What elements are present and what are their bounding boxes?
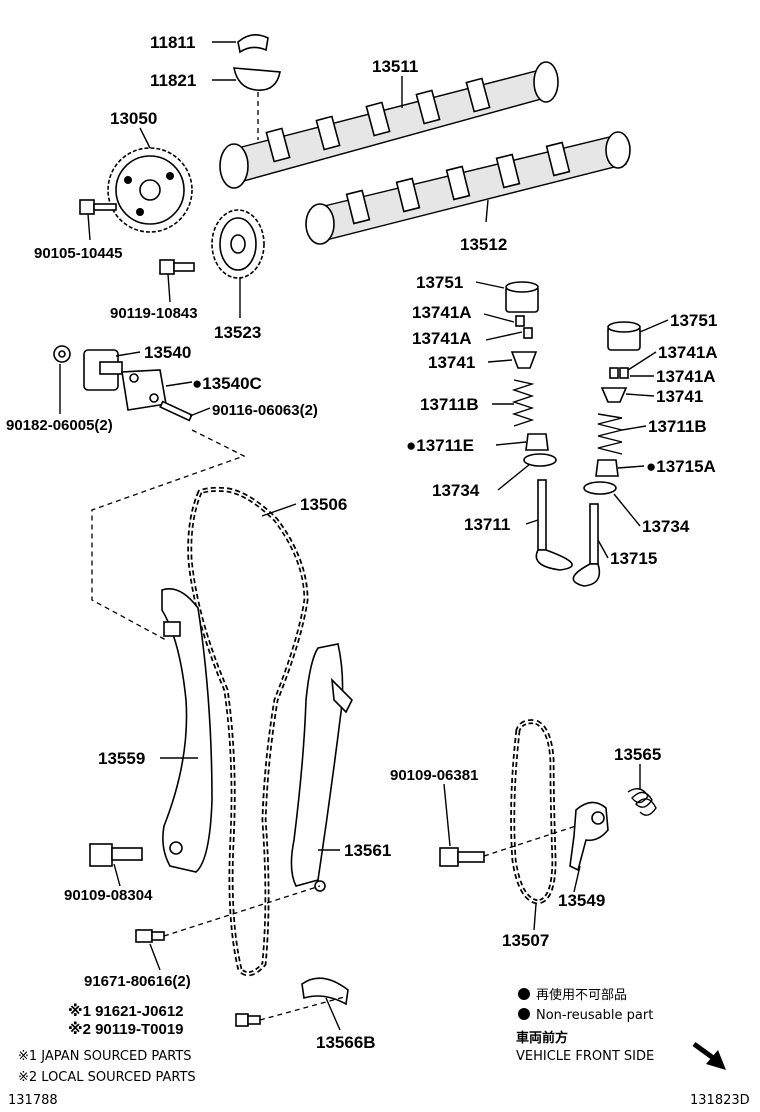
label-13741a-right-1: 13741A — [658, 343, 718, 362]
pin-dash — [163, 885, 321, 937]
label-13751-left: 13751 — [416, 273, 463, 292]
label-13559: 13559 — [98, 749, 145, 768]
label-13050: 13050 — [110, 109, 157, 128]
non-reusable-dot-icon-2 — [518, 1008, 530, 1020]
non-reusable-dot-icon — [518, 988, 530, 1000]
label-90119-10843: 90119-10843 — [110, 305, 198, 322]
label-13711e: ●13711E — [406, 436, 474, 455]
lifter-13751-left — [505, 281, 539, 313]
label-13741-left: 13741 — [428, 353, 475, 372]
label-13734-right: 13734 — [642, 517, 690, 536]
seat-13734-left — [523, 453, 557, 467]
vvt-gear-13050 — [107, 147, 193, 233]
gasket-13540c — [121, 369, 167, 411]
label-13511: 13511 — [372, 57, 418, 76]
camshaft-13511 — [219, 61, 559, 189]
seat-13734-right — [583, 481, 617, 495]
front-arrow-icon — [692, 1041, 726, 1070]
label-13741-right: 13741 — [656, 387, 703, 406]
label-90119-t0019: ※2 90119-T0019 — [68, 1020, 184, 1038]
label-13711b-left: 13711B — [420, 395, 479, 414]
label-11811: 11811 — [150, 33, 195, 52]
label-13512: 13512 — [460, 235, 507, 254]
label-13741a-left-2: 13741A — [412, 329, 472, 348]
bolt-90109-06381 — [439, 847, 485, 867]
label-90109-08304: 90109-08304 — [64, 887, 153, 904]
oil-pump-chain-13507 — [510, 719, 557, 905]
label-13540c: ●13540C — [192, 374, 262, 393]
label-13734-left: 13734 — [432, 481, 480, 500]
note-japan-sourced: ※1 JAPAN SOURCED PARTS — [18, 1049, 192, 1064]
bolt-91621-90119 — [235, 1013, 261, 1027]
label-91671-80616: 91671-80616(2) — [84, 973, 191, 990]
label-13751-right: 13751 — [670, 311, 717, 330]
valve-13711 — [535, 479, 573, 571]
seal-13711e — [525, 433, 549, 451]
tensioner-arm-13561 — [290, 643, 353, 892]
bolt-90109-08304 — [89, 843, 143, 867]
label-13711b-right: 13711B — [648, 417, 707, 436]
spring-13565 — [627, 788, 657, 816]
stud-90116-06063 — [159, 400, 193, 422]
bolt-90119-10843 — [159, 259, 195, 275]
chain-guide-13559 — [161, 588, 213, 873]
label-13715a: ●13715A — [646, 457, 716, 476]
label-13561: 13561 — [344, 841, 391, 860]
label-13741a-left-1: 13741A — [412, 303, 472, 322]
label-13715: 13715 — [610, 549, 657, 568]
retainer-13741-right — [600, 387, 628, 403]
bearing-11811 — [237, 34, 269, 54]
label-90105-10445: 90105-10445 — [34, 245, 122, 262]
label-90182-06005: 90182-06005(2) — [6, 417, 113, 434]
label-13565: 13565 — [614, 745, 661, 764]
tensioner-dash-2 — [483, 825, 577, 857]
bolt-90105-10445 — [79, 199, 117, 215]
tensioner-13549 — [569, 801, 609, 872]
timing-chain-13506 — [187, 486, 309, 977]
damper-dash — [259, 995, 349, 1021]
tensioner-13540 — [83, 349, 123, 391]
nut-90182-06005 — [53, 345, 71, 363]
seal-13715a — [595, 459, 619, 477]
camshaft-13512 — [305, 131, 631, 245]
spring-13711b-right — [597, 413, 623, 455]
diagram-id-left: 131788 — [8, 1093, 58, 1108]
diagram-id-right: 131823D — [690, 1093, 750, 1108]
label-13507: 13507 — [502, 931, 549, 950]
label-11821: 11821 — [150, 71, 196, 90]
retainer-13741-left — [510, 351, 538, 369]
label-90109-06381: 90109-06381 — [390, 767, 478, 784]
valve-13715 — [572, 503, 601, 587]
tensioner-dash — [91, 429, 246, 641]
legend-front-jp: 車両前方 — [516, 1030, 568, 1046]
lifter-13751-right — [607, 321, 641, 351]
sprocket-13523 — [211, 209, 265, 279]
label-13566b: 13566B — [316, 1033, 376, 1052]
label-13711: 13711 — [464, 515, 510, 534]
damper-13566b — [301, 977, 349, 1006]
label-91621-j0612: ※1 91621-J0612 — [68, 1002, 184, 1020]
note-local-sourced: ※2 LOCAL SOURCED PARTS — [18, 1070, 196, 1085]
pin-91671-80616 — [135, 929, 165, 943]
label-13506: 13506 — [300, 495, 347, 514]
legend-front-en: VEHICLE FRONT SIDE — [516, 1049, 654, 1064]
keeper-13741a-right — [609, 367, 629, 379]
keeper-13741a-left — [515, 315, 533, 339]
leader-lines — [59, 41, 669, 1031]
spring-13711b-left — [511, 379, 535, 427]
legend-non-reusable-en: Non-reusable part — [536, 1008, 653, 1023]
label-13523: 13523 — [214, 323, 261, 342]
label-13549: 13549 — [558, 891, 605, 910]
legend-non-reusable-jp: 再使用不可部品 — [536, 987, 627, 1003]
label-90116-06063: 90116-06063(2) — [212, 402, 318, 419]
bearing-11821 — [233, 67, 281, 91]
label-13540: 13540 — [144, 343, 191, 362]
label-13741a-right-2: 13741A — [656, 367, 716, 386]
